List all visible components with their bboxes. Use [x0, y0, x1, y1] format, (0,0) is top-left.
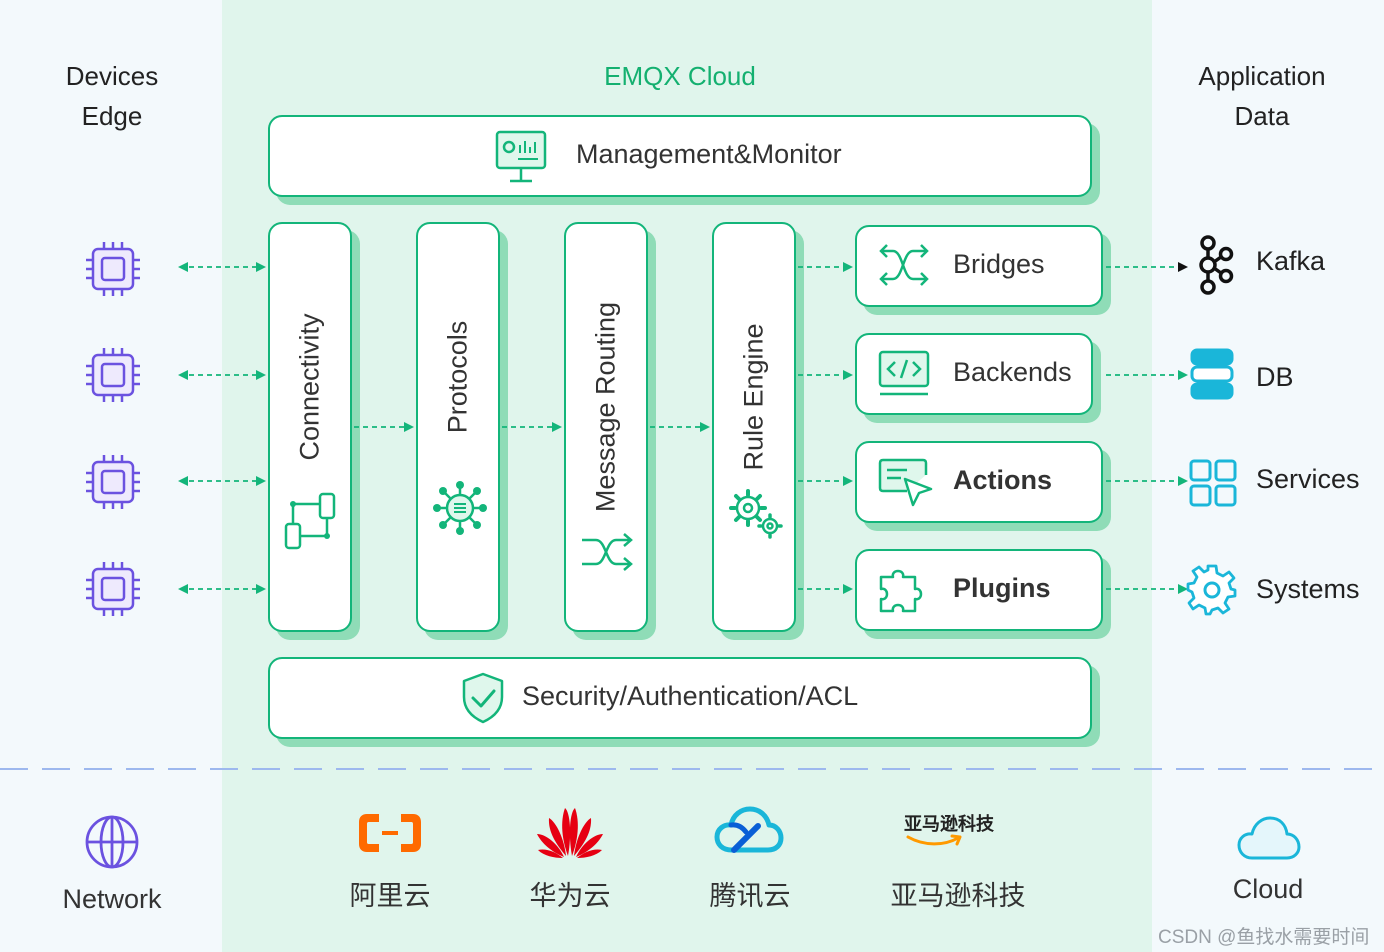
- amazon-logo-text: 亚马逊科技: [904, 814, 994, 834]
- amazon-logo-icon: 亚马逊科技: [904, 810, 1014, 854]
- watermark: CSDN @鱼找水需要时间: [1158, 927, 1370, 948]
- cloud-label: Cloud: [1232, 874, 1304, 904]
- shield-check-icon: [462, 672, 504, 724]
- database-icon: [1190, 348, 1234, 400]
- management-monitor-label: Management&Monitor: [576, 139, 842, 169]
- gear-icon: [1186, 564, 1237, 616]
- puzzle-icon: [879, 569, 923, 613]
- amazon-label: 亚马逊科技: [890, 881, 1026, 911]
- plugins-label: Plugins: [953, 573, 1051, 603]
- bridges-box: Bridges: [855, 225, 1103, 307]
- application-title-line2: Data: [1234, 101, 1290, 131]
- db-label: DB: [1256, 362, 1294, 392]
- devices-title-line2: Edge: [81, 101, 143, 131]
- monitor-dashboard-icon: [495, 130, 547, 183]
- chip-icon: [86, 242, 140, 296]
- emqx-cloud-title: EMQX Cloud: [604, 61, 756, 91]
- systems-label: Systems: [1256, 574, 1360, 604]
- network-label: Network: [62, 884, 162, 914]
- kafka-icon: [1199, 235, 1234, 295]
- grid-squares-icon: [1189, 459, 1237, 507]
- section-divider: [0, 768, 1384, 770]
- management-monitor-box: Management&Monitor: [268, 115, 1092, 197]
- connectivity-flow-icon: [284, 492, 336, 550]
- huawei-label: 华为云: [529, 881, 611, 911]
- services-label: Services: [1256, 464, 1360, 494]
- code-screen-icon: [878, 350, 930, 396]
- actions-label: Actions: [953, 465, 1053, 495]
- chip-icon: [86, 348, 140, 402]
- devices-title-line1: Devices: [65, 61, 159, 91]
- chip-icon: [86, 455, 140, 509]
- security-label: Security/Authentication/ACL: [522, 681, 859, 711]
- tencent-cloud-logo-icon: [714, 806, 784, 853]
- tencent-label: 腾讯云: [709, 881, 791, 911]
- huawei-logo-icon: [537, 808, 603, 858]
- backends-box: Backends: [855, 333, 1093, 415]
- security-box: Security/Authentication/ACL: [268, 657, 1092, 739]
- amazon-smile-icon: [906, 834, 962, 846]
- bridge-arrows-icon: [879, 244, 929, 286]
- chip-icon: [86, 562, 140, 616]
- cloud-icon: [1237, 816, 1301, 860]
- kafka-label: Kafka: [1256, 246, 1326, 276]
- connectivity-box: Connectivity: [268, 222, 352, 632]
- protocol-hub-icon: [433, 481, 487, 535]
- aliyun-logo-icon: [359, 814, 421, 852]
- shuffle-icon: [582, 533, 633, 571]
- devices-title: Devices Edge: [12, 56, 212, 136]
- cursor-window-icon: [878, 458, 933, 507]
- backends-label: Backends: [953, 357, 1072, 387]
- aliyun-label: 阿里云: [349, 881, 431, 911]
- message-routing-box: Message Routing: [564, 222, 648, 632]
- gears-icon: [729, 489, 783, 539]
- bridges-label: Bridges: [953, 249, 1045, 279]
- plugins-box: Plugins: [855, 549, 1103, 631]
- protocols-box: Protocols: [416, 222, 500, 632]
- actions-box: Actions: [855, 441, 1103, 523]
- rule-engine-box: Rule Engine: [712, 222, 796, 632]
- application-title: Application Data: [1162, 56, 1362, 136]
- globe-icon: [85, 815, 139, 869]
- application-title-line1: Application: [1198, 61, 1326, 91]
